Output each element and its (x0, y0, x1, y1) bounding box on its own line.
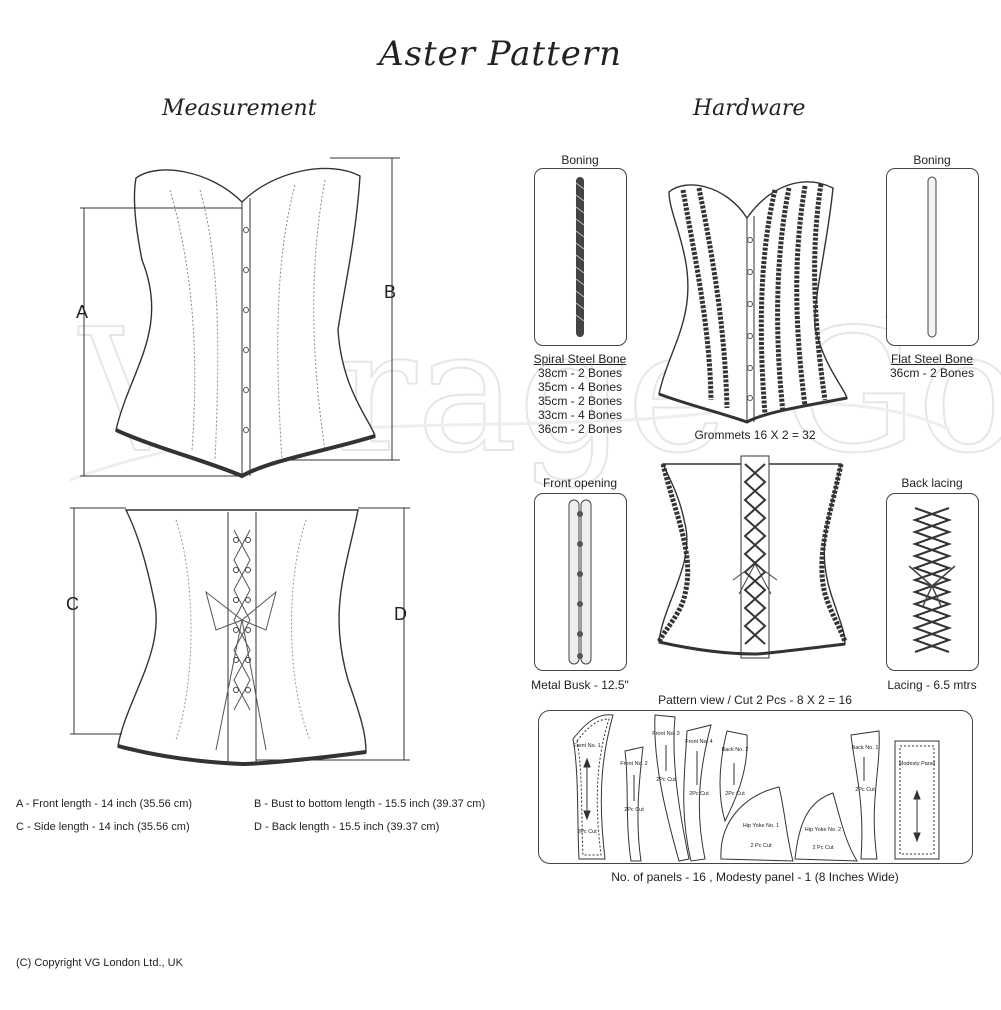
spiral-bone-box (534, 168, 627, 346)
spiral-bone-icon (575, 177, 585, 337)
pattern-piece-front-2: Front No. 2 (620, 761, 648, 767)
corset-front-diagram: A B (76, 157, 400, 479)
pattern-piece-front-3: Front No. 3 (652, 731, 680, 737)
pattern-piece-back-1: Back No. 1 (852, 745, 879, 751)
pattern-footer: No. of panels - 16 , Modesty panel - 1 (… (611, 870, 899, 884)
spiral-spec-4: 33cm - 4 Bones (537, 408, 623, 422)
pattern-piece-modesty: Modesty Panel (899, 761, 935, 767)
grommets-caption: Grommets 16 X 2 = 32 (694, 428, 816, 442)
spiral-bone-title: Spiral Steel Bone (533, 352, 627, 366)
boning-left-label: Boning (561, 153, 599, 167)
measurement-b: B - Bust to bottom length - 15.5 inch (3… (254, 798, 486, 810)
spiral-spec-1: 38cm - 2 Bones (537, 366, 623, 380)
spiral-spec-2: 35cm - 4 Bones (537, 380, 623, 394)
spiral-spec-5: 36cm - 2 Bones (537, 422, 623, 436)
pattern-header: Pattern view / Cut 2 Pcs - 8 X 2 = 16 (658, 693, 852, 707)
pattern-piece-back-2: Back No. 2 (722, 747, 749, 753)
pattern-piece-front-4-cut: 2Pc Cut (689, 791, 709, 797)
section-measurement-title: Measurement (162, 96, 317, 121)
pattern-view-box: Front No. 1 2Pc Cut Front No. 2 2Pc Cut … (538, 710, 973, 864)
copyright: (C) Copyright VG London Ltd., UK (16, 957, 183, 969)
front-opening-label: Front opening (542, 476, 618, 490)
pattern-piece-back-2-cut: 2Pc Cut (725, 791, 745, 797)
measure-letter-c: C (66, 594, 79, 614)
pattern-piece-hip-yoke-1-cut: 2 Pc Cut (750, 843, 772, 849)
pattern-piece-front-1-cut: 2Pc Cut (577, 829, 597, 835)
pattern-piece-hip-yoke-2: Hip Yoke No. 2 (805, 827, 841, 833)
corset-back-diagram: C D (66, 507, 410, 767)
flat-bone-spec: 36cm - 2 Bones (889, 366, 975, 380)
pattern-piece-front-1: Front No. 1 (573, 743, 601, 749)
flat-bone-title: Flat Steel Bone (890, 352, 974, 366)
section-hardware-title: Hardware (693, 96, 806, 121)
measurement-c: C - Side length - 14 inch (35.56 cm) (16, 821, 190, 833)
flat-bone-icon (927, 176, 937, 338)
measurement-d: D - Back length - 15.5 inch (39.37 cm) (254, 821, 440, 833)
pattern-piece-back-1-cut: 2Pc Cut (855, 787, 875, 793)
boning-right-label: Boning (913, 153, 951, 167)
pattern-piece-front-3-cut: 2Pc Cut (656, 777, 676, 783)
page-title: Aster Pattern (378, 34, 623, 74)
measurement-a: A - Front length - 14 inch (35.56 cm) (16, 798, 193, 810)
pattern-piece-hip-yoke-2-cut: 2 Pc Cut (812, 845, 834, 851)
pattern-piece-hip-yoke-1: Hip Yoke No. 1 (743, 823, 779, 829)
pattern-pieces-graphic: Front No. 1 2Pc Cut Front No. 2 2Pc Cut … (572, 714, 940, 862)
corset-front-boned-diagram (658, 181, 848, 424)
corset-back-laced-diagram (656, 455, 848, 659)
lacing-icon (908, 507, 956, 653)
busk-caption: Metal Busk - 12.5" (531, 678, 629, 692)
lacing-box (886, 493, 979, 671)
measure-letter-d: D (394, 604, 407, 624)
measure-letter-b: B (384, 282, 396, 302)
busk-icon (568, 499, 592, 665)
back-lacing-label: Back lacing (901, 476, 963, 490)
spiral-spec-3: 35cm - 2 Bones (537, 394, 623, 408)
flat-bone-box (886, 168, 979, 346)
busk-box (534, 493, 627, 671)
lacing-caption: Lacing - 6.5 mtrs (887, 678, 977, 692)
pattern-piece-front-2-cut: 2Pc Cut (624, 807, 644, 813)
measure-letter-a: A (76, 302, 88, 322)
pattern-piece-front-4: Front No. 4 (685, 739, 713, 745)
